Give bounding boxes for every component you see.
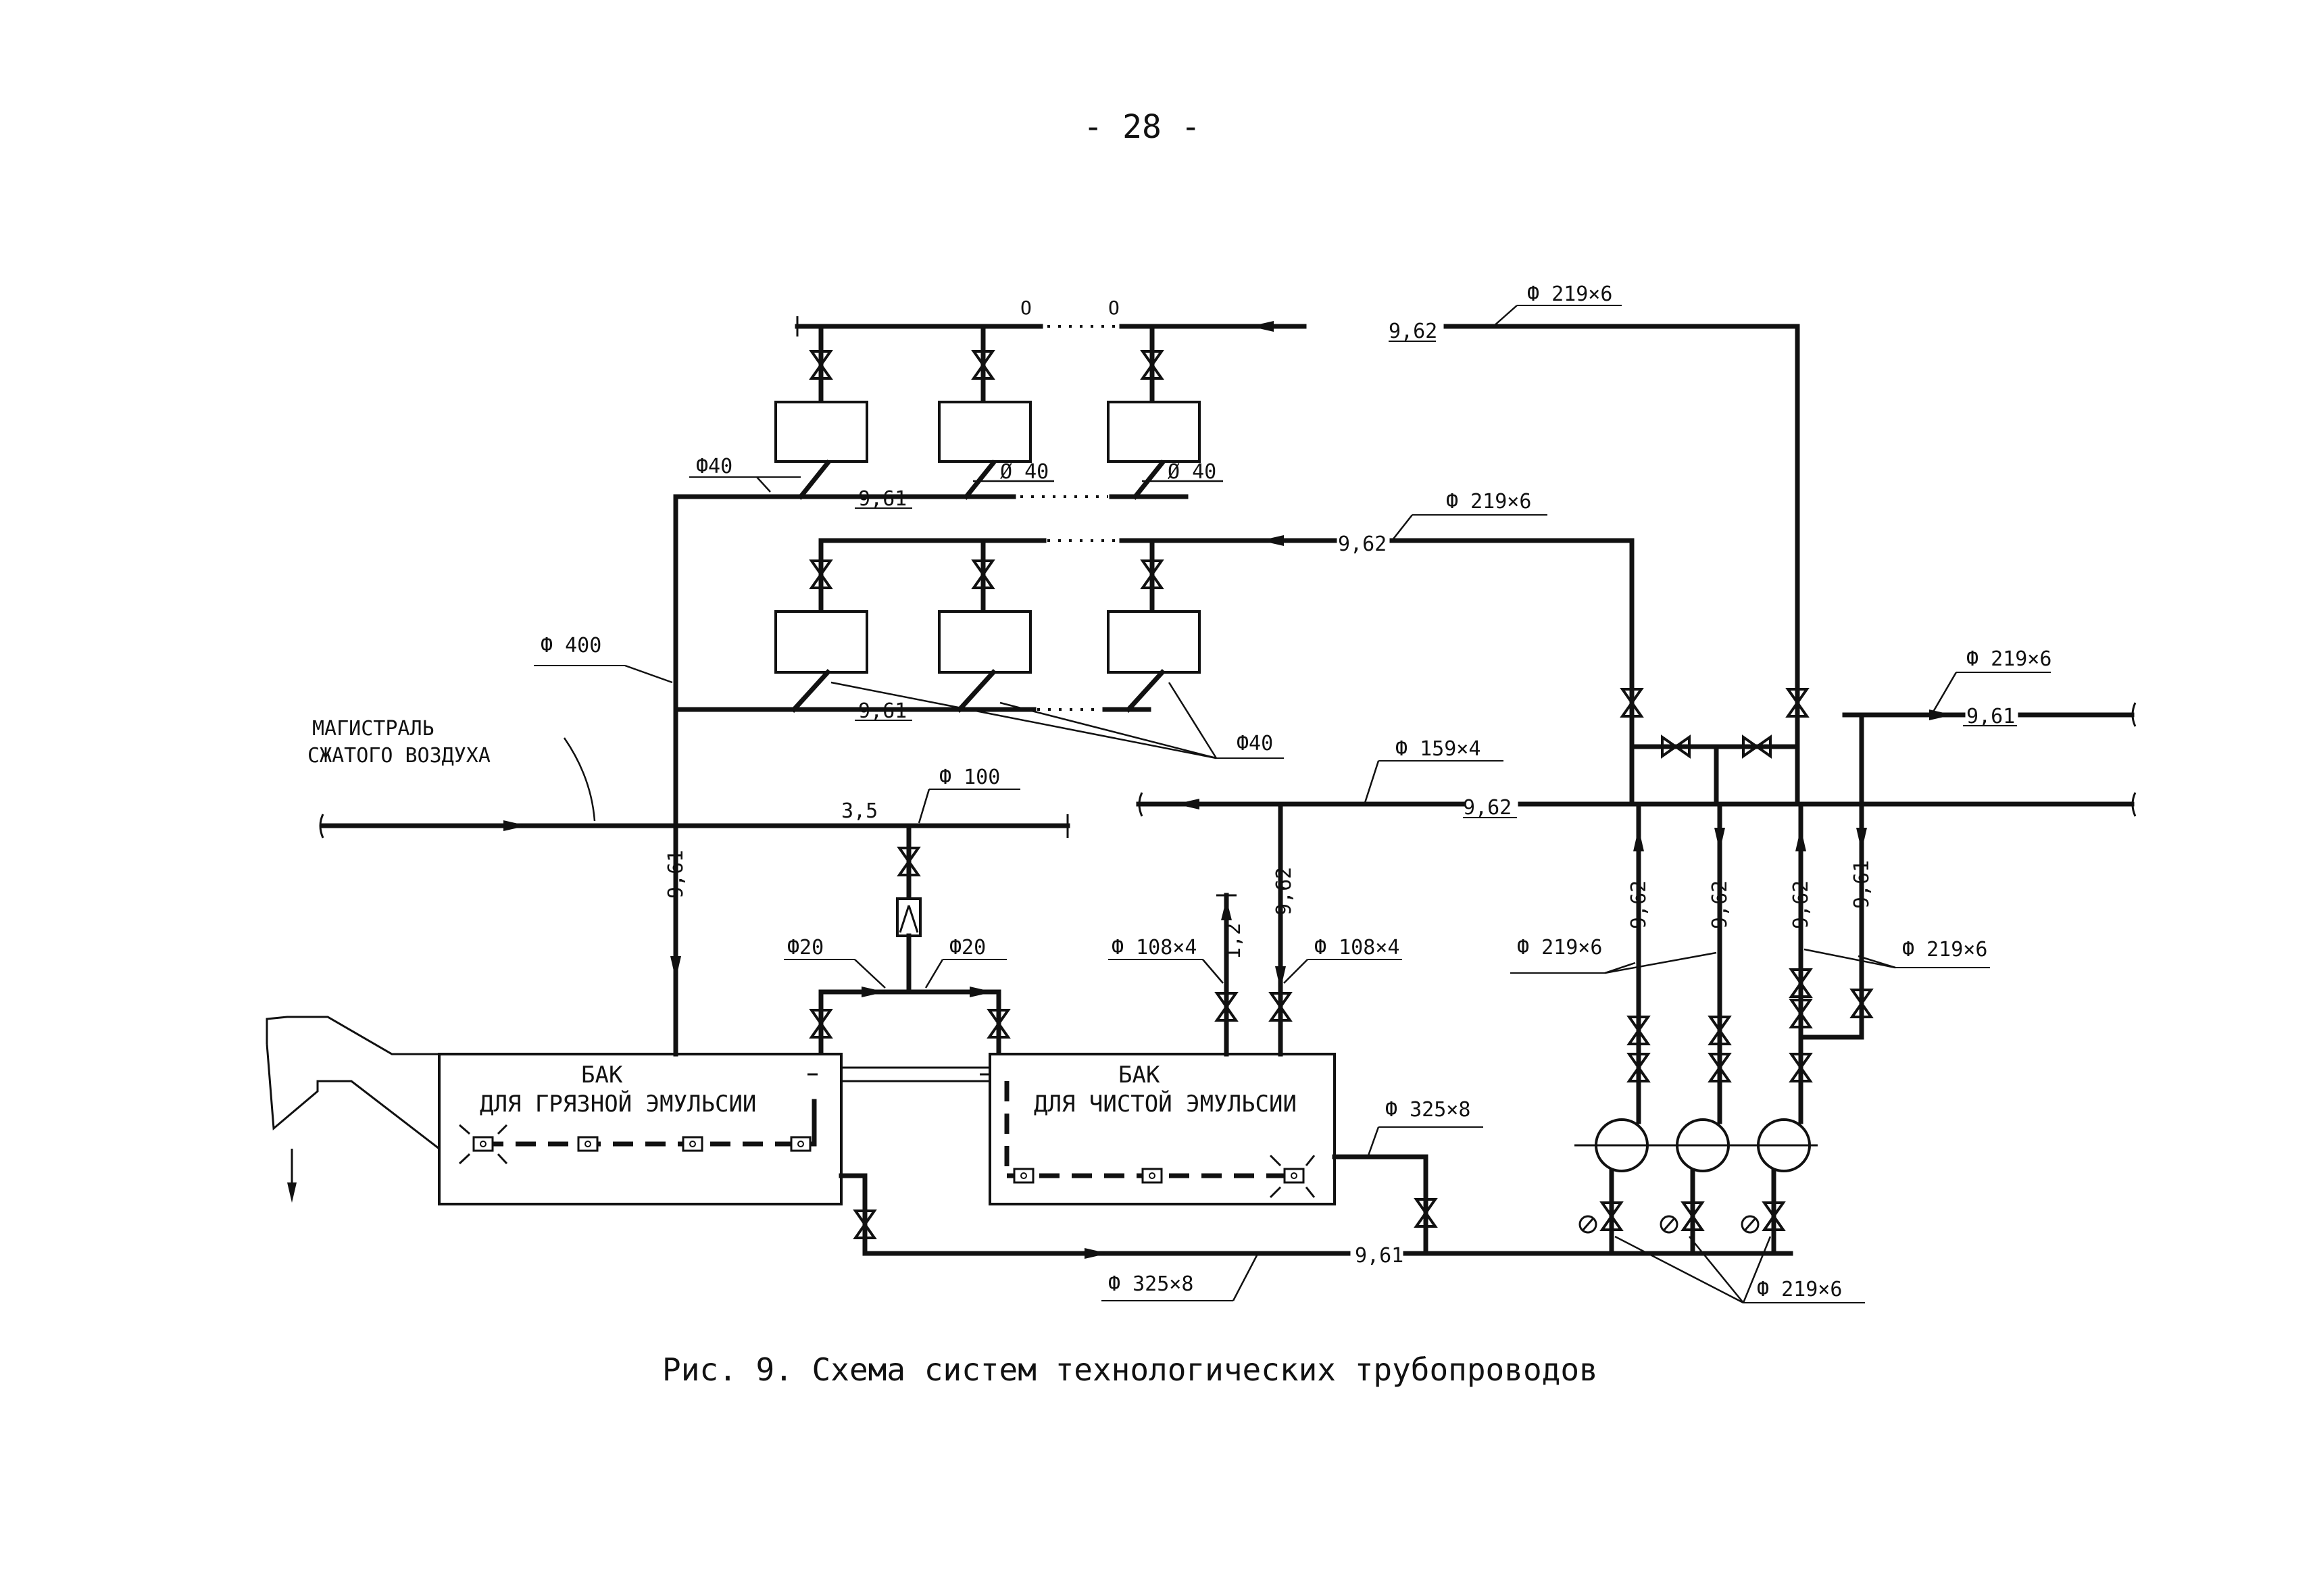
label-tank-dirty: БАК — [581, 1062, 623, 1089]
label-dia-40-b: Ø 40 — [1168, 460, 1216, 484]
bottom-return-line — [839, 1173, 1428, 1259]
middle-supply-header — [818, 535, 1635, 712]
label-pipe-108-right: Ф 108×4 — [1314, 936, 1399, 959]
label-elev-961-bottom: 9,61 — [1355, 1244, 1403, 1268]
top-row-consumers — [774, 324, 1201, 463]
label-dia-40-a: Ø 40 — [1000, 460, 1049, 484]
label-pipe-20-left: Ф20 — [787, 936, 824, 959]
hopper — [266, 1016, 440, 1203]
label-compressed-air: СЖАТОГО ВОЗДУХА — [307, 744, 491, 768]
page-number: - 28 - — [1083, 108, 1201, 146]
pumps — [1574, 1118, 1818, 1256]
riser-400 — [670, 494, 681, 1053]
label-elev-962-p2: 9,62 — [1708, 880, 1732, 929]
label-elev-962-main: 9,62 — [1463, 796, 1512, 820]
top-return-line — [673, 459, 1189, 500]
compressed-air-line — [319, 737, 1070, 839]
label-tank-clean: БАК — [1118, 1062, 1160, 1089]
label-elev-961-row2: 9,61 — [858, 699, 907, 723]
label-pipe-100: Ф 100 — [939, 766, 1000, 789]
label-clean-emulsion: ДЛЯ ЧИСТОЙ ЭМУЛЬСИИ — [1034, 1090, 1297, 1118]
label-pipe-40-row1: Ф40 — [696, 455, 732, 478]
label-elev-961-right: 9,61 — [1966, 705, 2015, 728]
middle-row-consumers — [774, 538, 1201, 674]
label-pipe-219-pumps-right: Ф 219×6 — [1902, 938, 1987, 962]
label-pipe-219-top: Ф 219×6 — [1527, 282, 1612, 306]
middle-return-line — [673, 669, 1166, 713]
clean-emulsion-tank — [989, 1053, 1336, 1205]
label-pipe-219-mid: Ф 219×6 — [1446, 490, 1531, 514]
label-pipe-20-right: Ф20 — [949, 936, 986, 959]
dirty-emulsion-tank — [438, 1048, 843, 1205]
label-elev-962-top: 9,62 — [1389, 320, 1437, 343]
label-elev-962-mid: 9,62 — [1338, 532, 1387, 556]
label-elev-962-p3: 9,62 — [1789, 880, 1813, 929]
label-elev-961-p4: 9,61 — [1850, 860, 1874, 909]
label-mainline: МАГИСТРАЛЬ — [312, 717, 434, 741]
label-elev-962-p1: 9,62 — [1627, 880, 1651, 929]
label-elev-961-riser: 9,61 — [664, 850, 688, 899]
label-marker-o-1: О — [1020, 297, 1032, 319]
label-dirty-emulsion: ДЛЯ ГРЯЗНОЙ ЭМУЛЬСИИ — [480, 1090, 756, 1118]
label-elev-35: 3,5 — [841, 799, 878, 823]
right-return-line — [1842, 702, 2137, 803]
label-elev-961-row1: 9,61 — [858, 487, 907, 511]
label-pipe-219-pumps-left: Ф 219×6 — [1517, 936, 1602, 959]
pipe-40-leaders — [830, 681, 1284, 759]
label-pipe-219-right: Ф 219×6 — [1966, 647, 2051, 671]
pump-risers — [1628, 801, 1872, 1124]
air-drop-to-mixer — [810, 823, 1010, 1057]
label-pipe-159: Ф 159×4 — [1395, 737, 1480, 761]
label-pipe-325-lower: Ф 325×8 — [1108, 1272, 1193, 1296]
pump-bypass — [1621, 688, 1808, 803]
main-header-159 — [1136, 792, 2137, 817]
label-elev-12: 1,2 — [1222, 923, 1245, 959]
label-pipe-219-bottom: Ф 219×6 — [1757, 1278, 1842, 1301]
label-pipe-400: Ф 400 — [541, 634, 601, 657]
label-marker-o-2: О — [1108, 297, 1120, 319]
label-pipe-108-left: Ф 108×4 — [1112, 936, 1197, 959]
label-pipe-325-upper: Ф 325×8 — [1385, 1098, 1470, 1122]
label-elev-962-clean: 9,62 — [1272, 867, 1296, 916]
label-pipe-40-row2: Ф40 — [1237, 732, 1273, 755]
figure-caption: Рис. 9. Схема систем технологических тру… — [662, 1351, 1598, 1388]
clean-tank-inlets — [1216, 801, 1291, 1057]
suction-line-325 — [1332, 1154, 1793, 1256]
